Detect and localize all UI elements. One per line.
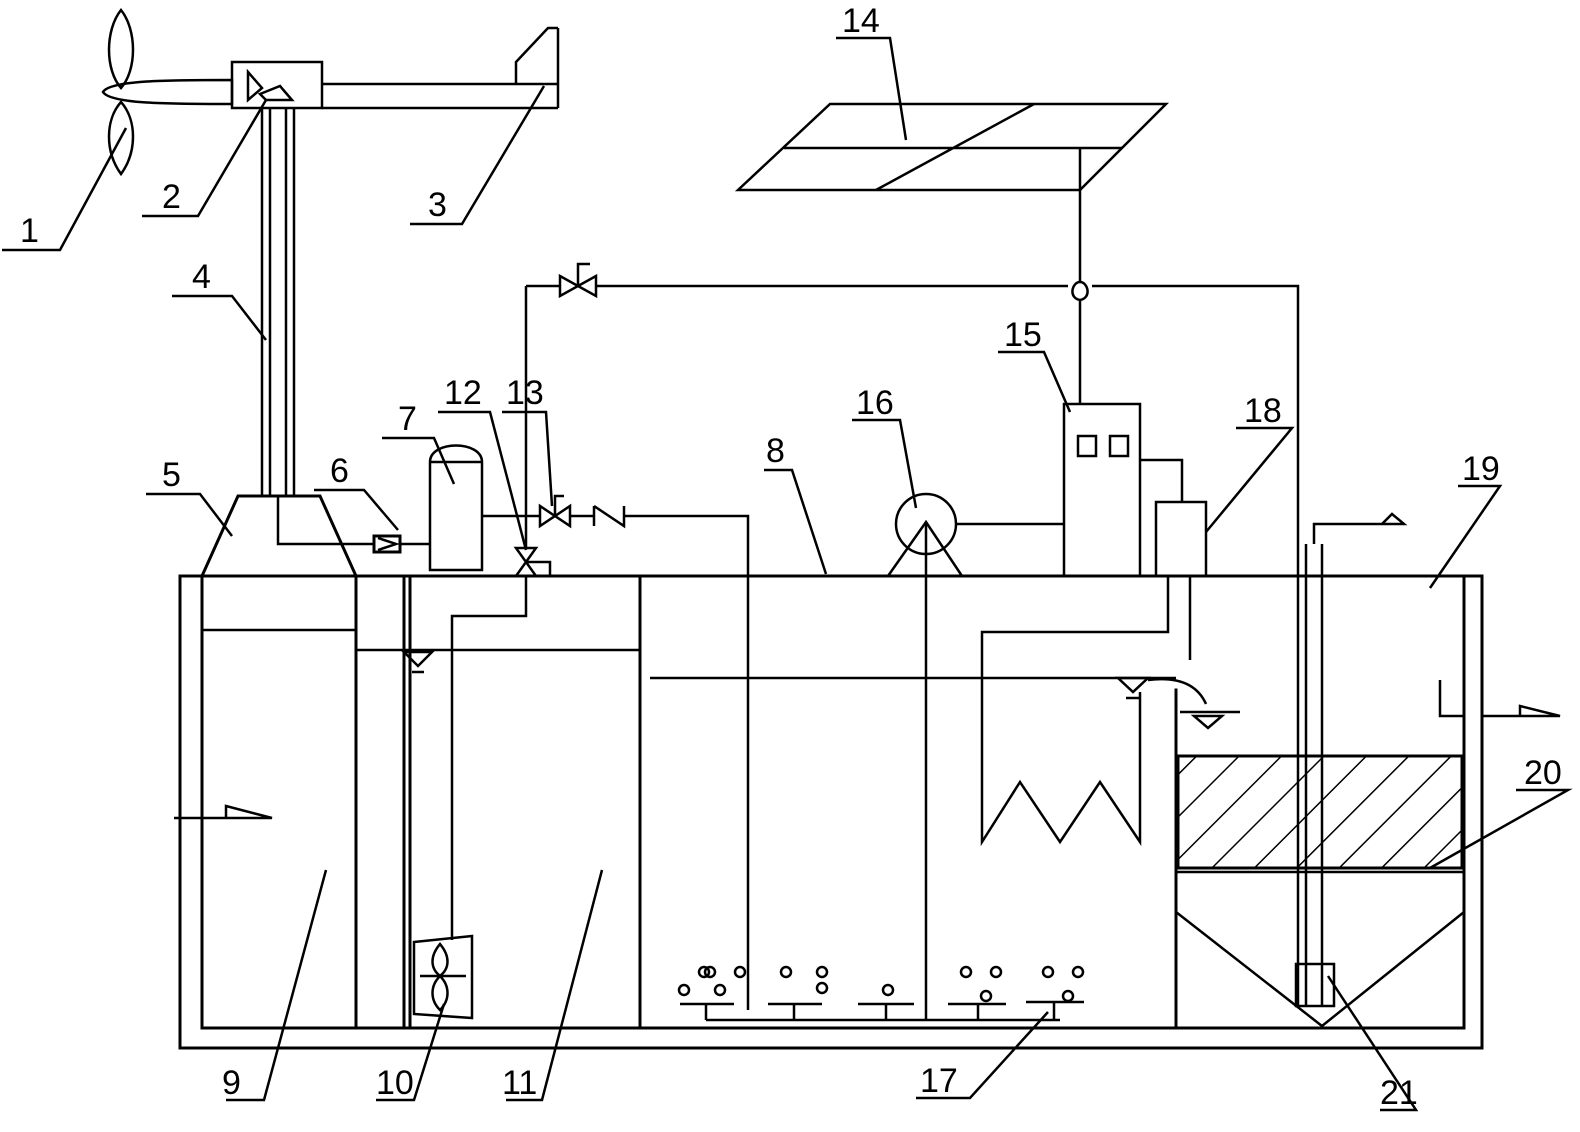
label-11: 11	[502, 1064, 537, 1102]
tail-vane	[514, 26, 560, 108]
outlet-weir	[1438, 680, 1561, 718]
label-18: 18	[1244, 392, 1282, 430]
check-valve	[570, 504, 750, 1010]
roof-cover	[200, 494, 374, 578]
label-4: 4	[192, 258, 211, 296]
sludge-pump-21	[1294, 962, 1336, 1008]
valve-12-assembly	[450, 262, 1300, 1006]
label-21: 21	[1380, 1074, 1418, 1112]
filter-media-20	[1176, 754, 1464, 870]
label-16: 16	[856, 384, 894, 422]
label-19: 19	[1462, 450, 1500, 488]
blower-16	[886, 492, 1064, 1020]
valve-13	[538, 494, 572, 529]
tower-pole	[260, 108, 296, 496]
label-12: 12	[444, 374, 482, 412]
label-2: 2	[162, 178, 181, 216]
label-1: 1	[20, 212, 39, 250]
airlift-pipe	[1304, 544, 1324, 1006]
label-15: 15	[1004, 316, 1042, 354]
label-9: 9	[222, 1064, 241, 1102]
overflow-weir	[1147, 677, 1208, 705]
main-tank	[178, 574, 1484, 1050]
chamber-wall-2	[402, 574, 412, 1030]
air-line	[372, 444, 750, 1010]
label-3: 3	[428, 186, 447, 224]
inlet-arrow	[174, 804, 273, 820]
control-box-15	[980, 402, 1208, 847]
labels: 1 2 3 4 5 6 7 8 9 10 11 12 13 14 15 16 1…	[20, 2, 1562, 1112]
bubbles	[677, 965, 1085, 1003]
wind-turbine	[101, 7, 560, 496]
turbine-hub	[101, 78, 234, 106]
pump-10	[412, 934, 474, 1020]
aerators-17	[677, 965, 1085, 1022]
tail-boom	[322, 82, 558, 110]
label-20: 20	[1524, 754, 1562, 792]
label-13: 13	[506, 374, 544, 412]
label-7: 7	[398, 400, 417, 438]
label-17: 17	[920, 1062, 958, 1100]
solar-cable	[1071, 148, 1089, 404]
electrode-cable	[980, 576, 1170, 847]
water-level-mark-1	[400, 650, 436, 674]
label-10: 10	[376, 1064, 414, 1102]
label-6: 6	[330, 452, 349, 490]
solar-panel	[734, 102, 1170, 404]
leader-lines	[2, 36, 1573, 1112]
label-8: 8	[766, 432, 785, 470]
generator-symbol	[246, 68, 295, 103]
device-18	[1154, 500, 1208, 578]
valve-12	[513, 546, 539, 578]
air-tank-7	[428, 444, 484, 572]
label-14: 14	[842, 2, 880, 40]
turbine-blade-bottom	[107, 100, 135, 177]
settling-chamber	[1175, 512, 1561, 1028]
valve-top	[558, 262, 598, 299]
water-level-mark-3	[1180, 710, 1240, 730]
top-pipe	[526, 284, 1300, 1006]
water-level-mark-2	[1114, 676, 1152, 700]
turbine-blade-top	[107, 7, 135, 90]
label-5: 5	[162, 456, 181, 494]
